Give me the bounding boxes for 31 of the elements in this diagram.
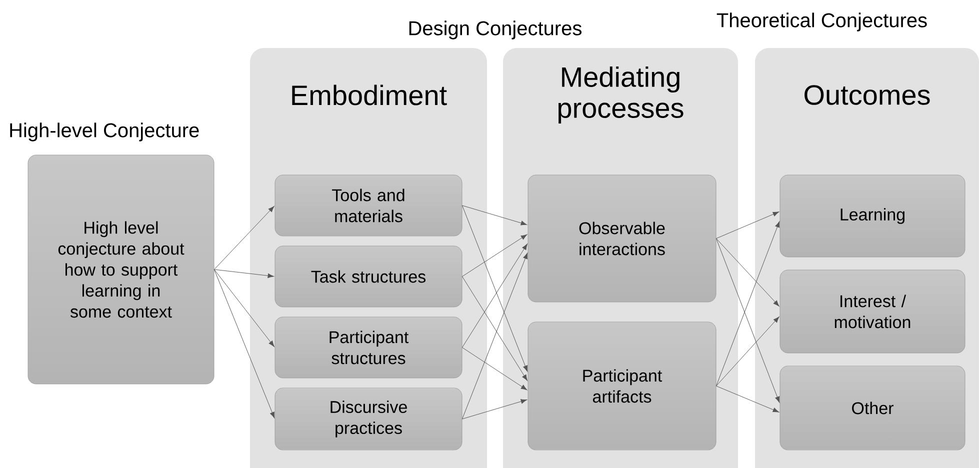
process-box: High level conjecture about how to support learning in some context bbox=[28, 154, 214, 384]
arrow bbox=[716, 221, 780, 386]
process-box: Learning bbox=[780, 174, 966, 258]
process-box: Other bbox=[780, 366, 966, 450]
group-label: Theoretical Conjectures bbox=[716, 12, 927, 32]
process-box: Participant structures bbox=[274, 316, 462, 378]
arrow bbox=[716, 386, 780, 412]
process-box: Participant artifacts bbox=[528, 322, 716, 450]
arrow bbox=[462, 244, 528, 348]
heading: High-level Conjecture bbox=[10, 122, 199, 142]
process-box: Discursive practices bbox=[274, 388, 462, 450]
process-box: Observable interactions bbox=[528, 174, 716, 302]
arrow bbox=[462, 234, 528, 277]
arrow bbox=[462, 205, 528, 372]
arrow bbox=[462, 252, 528, 420]
process-box: Tools and materials bbox=[274, 174, 462, 236]
arrow bbox=[214, 206, 274, 270]
arrow bbox=[462, 347, 528, 390]
arrow bbox=[462, 205, 528, 226]
arrow bbox=[214, 269, 274, 278]
arrow bbox=[716, 212, 780, 239]
arrow bbox=[716, 316, 780, 386]
arrow bbox=[214, 269, 275, 418]
arrow bbox=[716, 238, 780, 403]
group-label: Design Conjectures bbox=[409, 20, 582, 40]
arrow bbox=[716, 238, 780, 306]
arrow bbox=[462, 276, 528, 381]
arrow bbox=[214, 269, 274, 347]
arrow bbox=[462, 399, 528, 420]
process-box: Interest / motivation bbox=[780, 270, 966, 354]
process-box: Task structures bbox=[274, 246, 462, 308]
